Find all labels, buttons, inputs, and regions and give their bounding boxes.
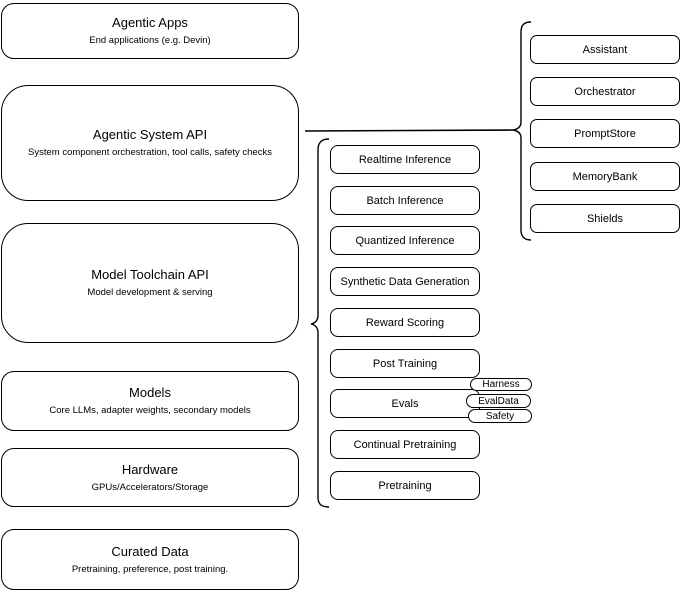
curated-data-box: Curated Data Pretraining, preference, po… (1, 529, 299, 590)
node-orchestrator: Orchestrator (530, 77, 680, 106)
node-promptstore: PromptStore (530, 119, 680, 148)
models-box: Models Core LLMs, adapter weights, secon… (1, 371, 299, 431)
agentic-apps-subtitle: End applications (e.g. Devin) (89, 35, 211, 46)
agentic-system-api-box: Agentic System API System component orch… (1, 85, 299, 201)
agentic-system-api-title: Agentic System API (92, 127, 208, 142)
node-evals: Evals (330, 389, 480, 418)
agentic-system-api-subtitle: System component orchestration, tool cal… (28, 147, 272, 158)
node-pretraining: Pretraining (330, 471, 480, 500)
models-title: Models (129, 385, 171, 400)
node-reward-scoring: Reward Scoring (330, 308, 480, 337)
pill-safety: Safety (468, 409, 532, 423)
curated-data-title: Curated Data (111, 543, 189, 559)
agentic-apps-title: Agentic Apps (112, 15, 188, 30)
node-batch-inference: Batch Inference (330, 186, 480, 215)
curated-data-subtitle: Pretraining, preference, post training. (71, 563, 229, 575)
node-continual-pretraining: Continual Pretraining (330, 430, 480, 459)
node-post-training: Post Training (330, 349, 480, 378)
hardware-title: Hardware (121, 461, 179, 477)
pill-harness: Harness (470, 378, 532, 391)
model-toolchain-api-title: Model Toolchain API (91, 267, 209, 282)
pill-evaldata: EvalData (466, 394, 531, 408)
hardware-box: Hardware GPUs/Accelerators/Storage (1, 448, 299, 507)
node-shields: Shields (530, 204, 680, 233)
node-quantized-inference: Quantized Inference (330, 226, 480, 255)
node-synthetic-data-generation: Synthetic Data Generation (330, 267, 480, 296)
node-memorybank: MemoryBank (530, 162, 680, 191)
model-toolchain-api-box: Model Toolchain API Model development & … (1, 223, 299, 343)
model-toolchain-api-subtitle: Model development & serving (87, 287, 213, 298)
system-brace (512, 21, 532, 241)
hardware-subtitle: GPUs/Accelerators/Storage (91, 481, 209, 493)
system-api-connector-line (304, 129, 514, 132)
toolchain-brace (310, 138, 330, 508)
models-subtitle: Core LLMs, adapter weights, secondary mo… (49, 405, 251, 416)
node-realtime-inference: Realtime Inference (330, 145, 480, 174)
node-assistant: Assistant (530, 35, 680, 64)
agentic-apps-box: Agentic Apps End applications (e.g. Devi… (1, 3, 299, 59)
